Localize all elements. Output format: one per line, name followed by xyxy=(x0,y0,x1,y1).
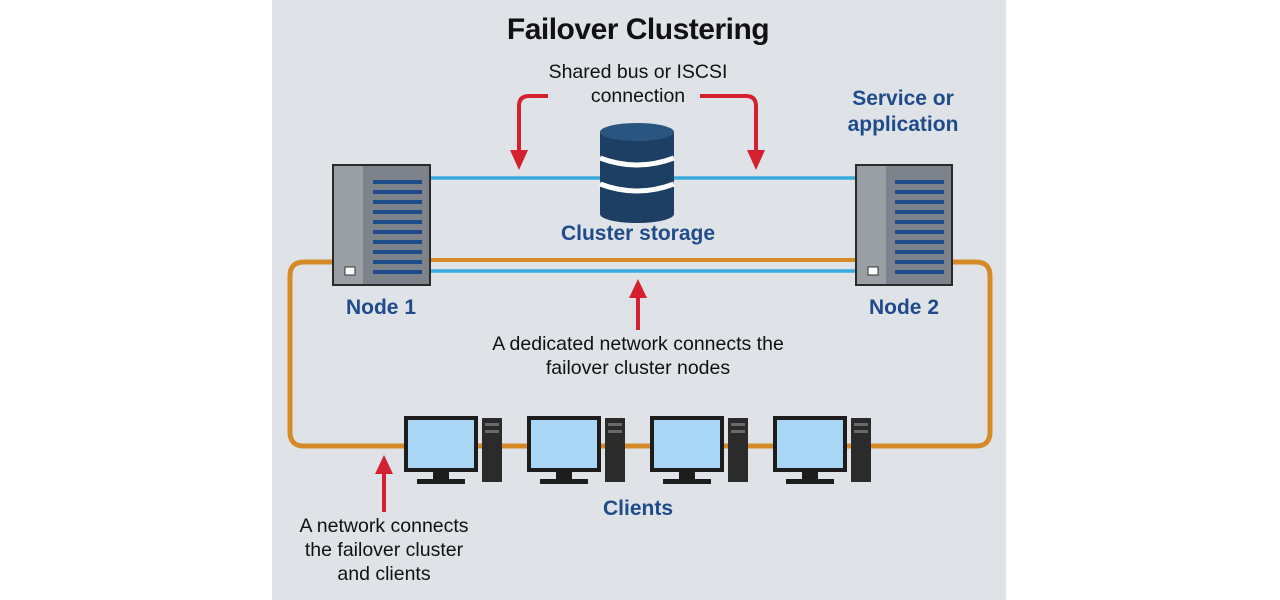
dedicated-network-label-line-2: failover cluster nodes xyxy=(545,357,731,379)
node-1-label: Node 1 xyxy=(345,296,416,319)
service-label-line-2: application xyxy=(847,113,959,136)
node-2-server-icon xyxy=(855,164,953,286)
shared-bus-arrow-left xyxy=(510,94,548,170)
client-computer-1-icon xyxy=(404,416,502,484)
client-network-arrow xyxy=(375,455,393,512)
client-network-label-line-1: A network connects xyxy=(299,515,469,537)
node-1-server-icon xyxy=(332,164,431,286)
shared-bus-label-line-2: connection xyxy=(590,85,686,107)
client-network-label: A network connects the failover cluster … xyxy=(279,514,489,586)
client-computer-4-icon xyxy=(773,416,871,484)
node-2-label: Node 2 xyxy=(868,296,939,319)
shared-bus-label-line-1: Shared bus or ISCSI xyxy=(548,61,728,83)
shared-bus-label: Shared bus or ISCSI connection xyxy=(528,60,748,108)
service-label-line-1: Service or xyxy=(852,87,954,110)
service-application-label: Service or application xyxy=(830,86,976,138)
client-computer-3-icon xyxy=(650,416,748,484)
client-computer-2-icon xyxy=(527,416,625,484)
clients-label: Clients xyxy=(602,497,673,520)
dedicated-network-label: A dedicated network connects the failove… xyxy=(458,332,818,380)
dedicated-network-arrow xyxy=(629,279,647,330)
client-network-loop xyxy=(287,259,993,449)
cluster-storage-label: Cluster storage xyxy=(560,222,716,245)
shared-bus-arrow-right xyxy=(700,94,765,170)
client-network-label-line-3: and clients xyxy=(337,563,431,585)
diagram-title: Failover Clustering xyxy=(506,13,770,46)
client-network-label-line-2: the failover cluster xyxy=(304,539,464,561)
dedicated-network-label-line-1: A dedicated network connects the xyxy=(492,333,784,355)
cluster-storage-database-icon xyxy=(599,123,675,223)
